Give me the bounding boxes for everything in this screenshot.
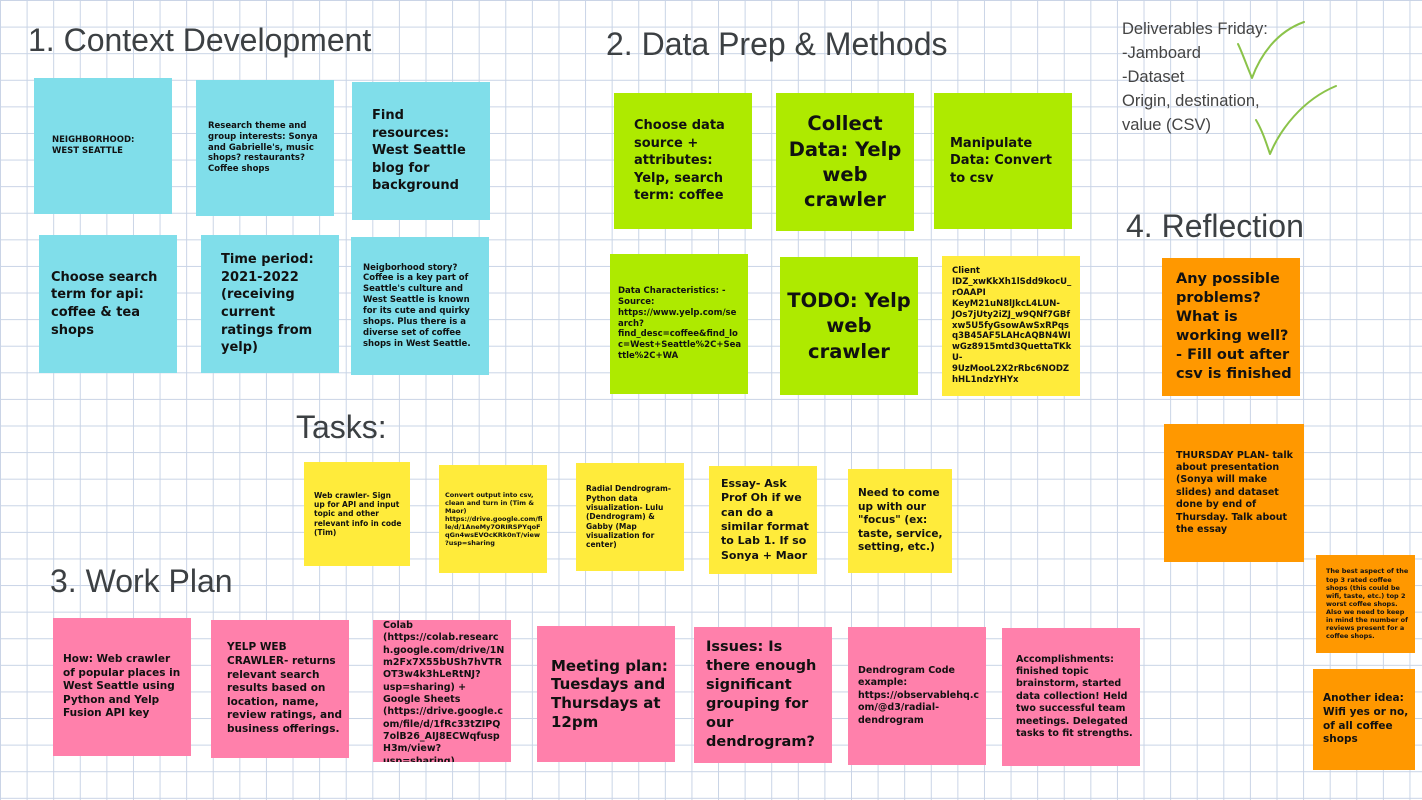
note-text: THURSDAY PLAN- talk about presentation (… [1176,449,1293,535]
sticky-note-choose-data-source[interactable]: Choose data source + attributes: Yelp, s… [614,93,752,229]
note-text: Manipulate Data: Convert to csv [950,135,1052,186]
sticky-note-todo[interactable]: TODO: Yelp web crawler [780,257,918,395]
sticky-note-collect-data[interactable]: Collect Data: Yelp web crawler [776,93,914,231]
heading-reflection: 4. Reflection [1126,208,1304,244]
note-text: Colab (https://colab.research.google.com… [383,620,505,762]
note-text: Essay- Ask Prof Oh if we can do a simila… [721,477,809,562]
note-text: Time period: 2021-2022 (receiving curren… [221,252,314,356]
note-text: Research theme and group interests: Sony… [208,120,318,175]
sticky-note-dendrogram-code[interactable]: Dendrogram Code example: https://observa… [848,627,986,765]
note-text: Client IDZ_xwKkXh1lSdd9kocU_rOAAPI KeyM2… [952,266,1072,385]
note-text: The best aspect of the top 3 rated coffe… [1326,567,1409,641]
sticky-note-how[interactable]: How: Web crawler of popular places in We… [53,618,191,756]
note-text: Meeting plan: Tuesdays and Thursdays at … [551,656,668,731]
checkmark-icon [1237,21,1305,79]
note-text: Need to come up with our "focus" (ex: ta… [858,486,943,554]
sticky-note-another-idea[interactable]: Another idea: Wifi yes or no, of all cof… [1313,669,1415,770]
sticky-note-data-characteristics[interactable]: Data Characteristics: - Source: https://… [610,254,748,394]
sticky-note-client-api-key[interactable]: Client IDZ_xwKkXh1lSdd9kocU_rOAAPI KeyM2… [942,256,1080,396]
sticky-note-neighborhood[interactable]: NEIGHBORHOOD: WEST SEATTLE [34,78,172,214]
note-text: Another idea: Wifi yes or no, of all cof… [1323,692,1409,746]
note-text: Choose search term for api: coffee & tea… [51,269,158,338]
sticky-note-accomplishments[interactable]: Accomplishments: finished topic brainsto… [1002,628,1140,766]
note-text: How: Web crawler of popular places in We… [63,652,181,720]
note-text: Dendrogram Code example: https://observa… [858,665,980,726]
sticky-note-radial-dendrogram[interactable]: Radial Dendrogram- Python data visualiza… [576,463,684,571]
sticky-note-choose-search-term[interactable]: Choose search term for api: coffee & tea… [39,235,177,373]
sticky-note-thursday-plan[interactable]: THURSDAY PLAN- talk about presentation (… [1164,424,1304,562]
sticky-note-essay[interactable]: Essay- Ask Prof Oh if we can do a simila… [709,466,817,574]
sticky-note-meeting-plan[interactable]: Meeting plan: Tuesdays and Thursdays at … [537,626,675,762]
note-text: Find resources: West Seattle blog for ba… [372,108,466,194]
sticky-note-web-crawler-task[interactable]: Web crawler- Sign up for API and input t… [304,462,410,566]
note-text: Neigborhood story? Coffee is a key part … [363,262,471,349]
note-text: YELP WEB CRAWLER- returns relevant searc… [227,641,343,736]
sticky-note-focus[interactable]: Need to come up with our "focus" (ex: ta… [848,469,952,573]
sticky-note-find-resources[interactable]: Find resources: West Seattle blog for ba… [352,82,490,220]
sticky-note-yelp-web-crawler[interactable]: YELP WEB CRAWLER- returns relevant searc… [211,620,349,758]
heading-tasks: Tasks: [296,409,387,445]
sticky-note-manipulate-data[interactable]: Manipulate Data: Convert to csv [934,93,1072,229]
sticky-note-convert-output[interactable]: Convert output into csv, clean and turn … [439,465,547,573]
sticky-note-best-aspect[interactable]: The best aspect of the top 3 rated coffe… [1316,555,1415,653]
note-text: TODO: Yelp web crawler [787,288,911,363]
deliverables-text[interactable]: Deliverables Friday: -Jamboard -Dataset … [1122,20,1268,134]
note-text: NEIGHBORHOOD: WEST SEATTLE [52,135,135,156]
sticky-note-issues[interactable]: Issues: Is there enough significant grou… [694,627,832,763]
note-text: Convert output into csv, clean and turn … [445,490,543,548]
sticky-note-neighborhood-story[interactable]: Neigborhood story? Coffee is a key part … [351,237,489,375]
note-text: Web crawler- Sign up for API and input t… [314,490,402,538]
sticky-note-any-problems[interactable]: Any possible problems? What is working w… [1162,258,1300,396]
heading-data-prep: 2. Data Prep & Methods [606,26,948,62]
note-text: Any possible problems? What is working w… [1176,271,1292,382]
sticky-note-colab[interactable]: Colab (https://colab.research.google.com… [373,620,511,762]
note-text: Issues: Is there enough significant grou… [706,639,817,750]
sticky-note-time-period[interactable]: Time period: 2021-2022 (receiving curren… [201,235,339,373]
sticky-note-research-theme[interactable]: Research theme and group interests: Sony… [196,80,334,216]
note-text: Radial Dendrogram- Python data visualiza… [586,484,671,550]
note-text: Choose data source + attributes: Yelp, s… [634,118,725,204]
heading-work-plan: 3. Work Plan [50,563,233,599]
note-text: Accomplishments: finished topic brainsto… [1016,653,1133,739]
heading-context-development: 1. Context Development [28,22,372,58]
note-text: Collect Data: Yelp web crawler [788,112,902,212]
note-text: Data Characteristics: - Source: https://… [618,285,742,362]
checkmark-icon [1255,85,1337,155]
